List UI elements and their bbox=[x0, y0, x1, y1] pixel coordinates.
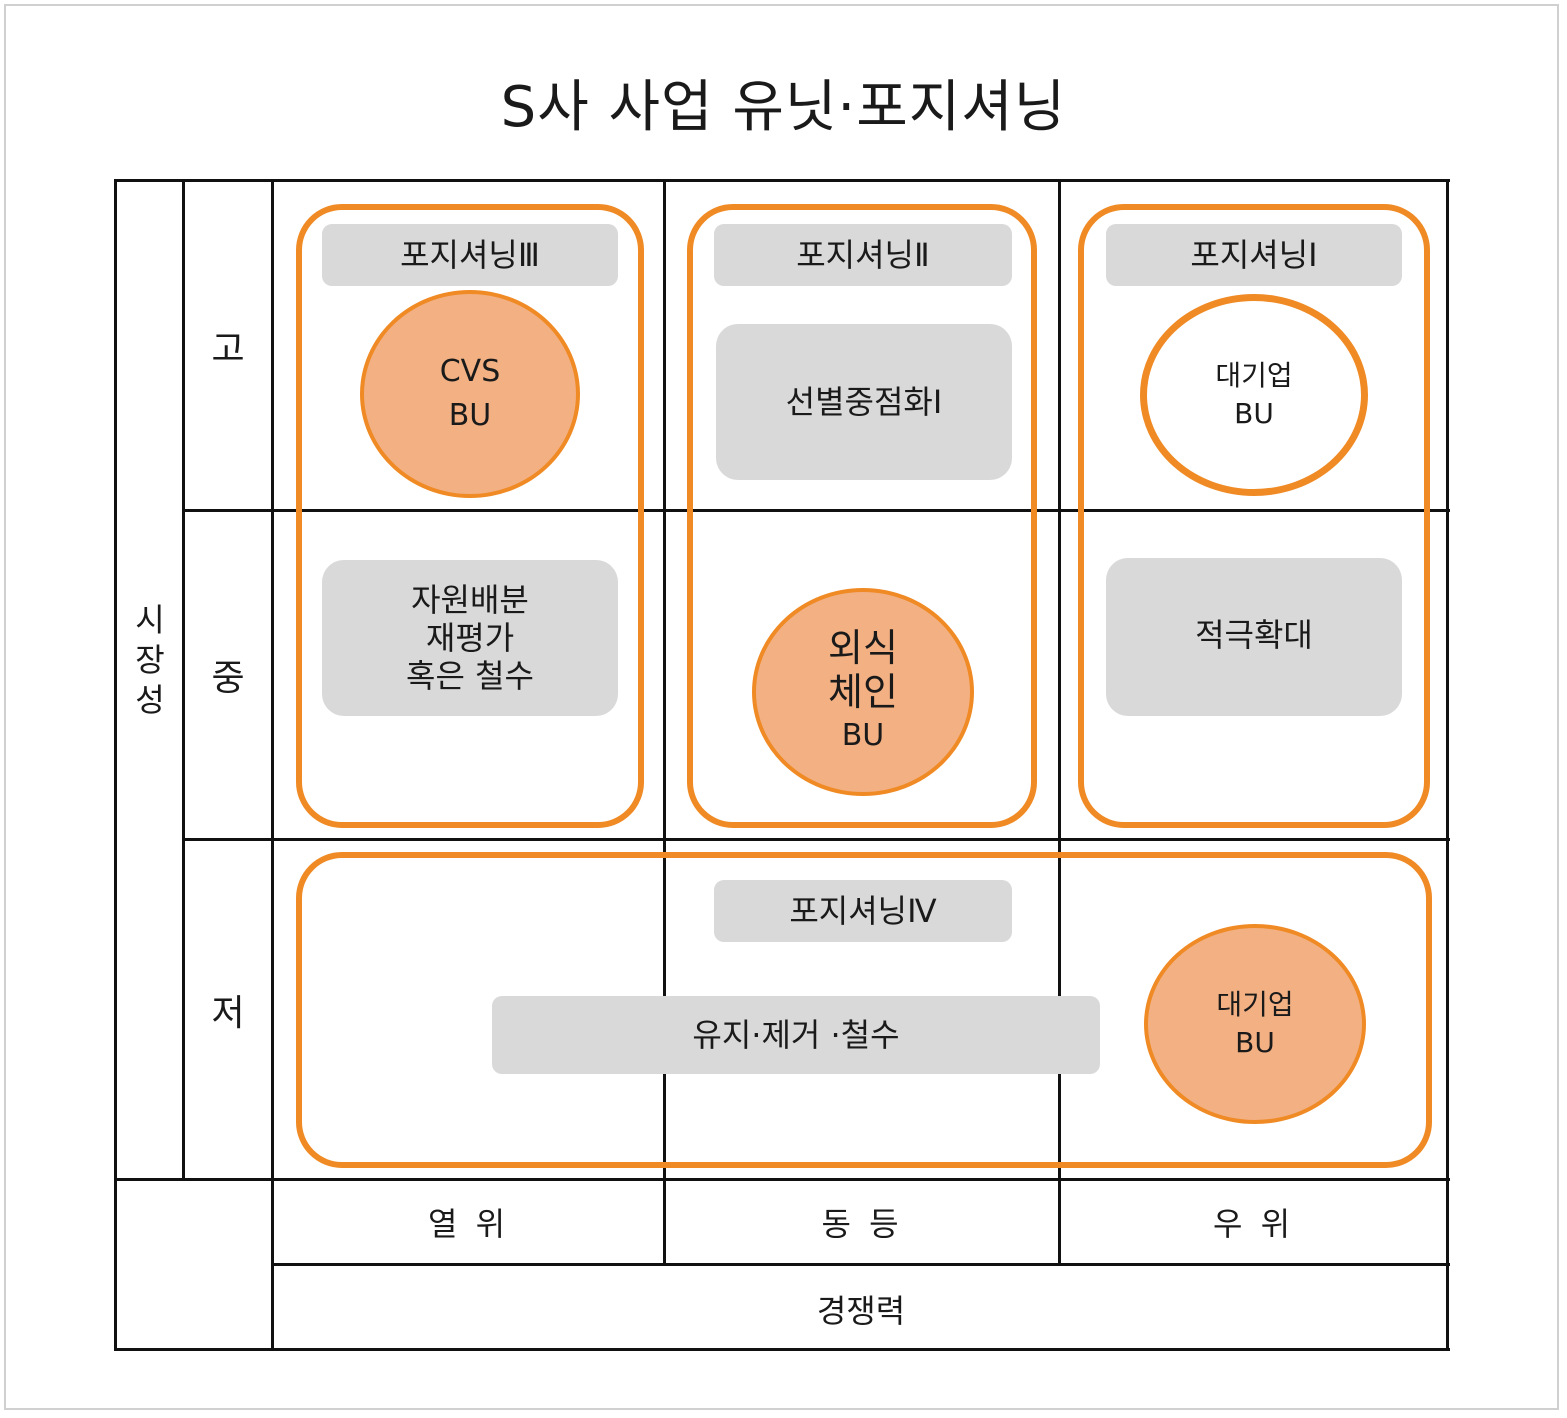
positioning-4-label: 포지셔닝Ⅳ bbox=[714, 880, 1012, 942]
grid-row-divider-1 bbox=[184, 509, 1450, 512]
row-label-low: 저 bbox=[211, 992, 245, 1034]
positioning-2-label: 포지셔닝Ⅱ bbox=[714, 224, 1012, 286]
bu-label-line: BU bbox=[841, 718, 885, 753]
cvs-bu-circle: CVS BU bbox=[360, 290, 580, 498]
diagram-title: S사 사업 유닛·포지셔닝 bbox=[500, 75, 1067, 140]
positioning-1-label: 포지셔닝Ⅰ bbox=[1106, 224, 1402, 286]
y-axis-char: 시 bbox=[135, 601, 165, 639]
positioning-3-label: 포지셔닝Ⅲ bbox=[322, 224, 618, 286]
strategy-reevaluate: 자원배분 재평가 혹은 철수 bbox=[322, 560, 618, 716]
y-axis-label: 시 장 성 bbox=[116, 600, 184, 720]
bu-label-line: 외식 bbox=[828, 626, 898, 670]
strategy-reevaluate-line: 혹은 철수 bbox=[406, 657, 534, 695]
y-axis-char: 장 bbox=[135, 641, 165, 679]
positioning-2-group bbox=[687, 204, 1037, 828]
bu-label-line: CVS bbox=[439, 354, 501, 389]
bu-label-line: 대기업 bbox=[1216, 988, 1294, 1021]
bu-label-line: BU bbox=[1234, 397, 1274, 430]
col-label-equal: 동 등 bbox=[821, 1205, 903, 1243]
grid-row-divider-3 bbox=[114, 1178, 1450, 1181]
bu-label-line: BU bbox=[1235, 1026, 1275, 1059]
grid-col-divider-1 bbox=[663, 179, 666, 1266]
large-enterprise-bu-high-circle: 대기업 BU bbox=[1140, 294, 1368, 496]
strategy-maintain: 유지·제거 ·철수 bbox=[492, 996, 1100, 1074]
positioning-1-group bbox=[1078, 204, 1430, 828]
restaurant-chain-bu-circle: 외식 체인 BU bbox=[752, 588, 974, 796]
positioning-4-group bbox=[296, 852, 1432, 1168]
grid-bottom-border bbox=[114, 1348, 1450, 1351]
grid-right-border bbox=[1446, 179, 1449, 1351]
grid-col-divider-2 bbox=[1058, 179, 1061, 1266]
bu-label-line: 대기업 bbox=[1215, 359, 1293, 392]
strategy-selective-focus: 선별중점화Ⅰ bbox=[716, 324, 1012, 480]
row-label-high: 고 bbox=[211, 328, 245, 370]
grid-axis-divider bbox=[182, 179, 185, 1181]
positioning-3-group bbox=[296, 204, 644, 828]
diagram-frame bbox=[4, 4, 1559, 1410]
strategy-reevaluate-line: 재평가 bbox=[425, 619, 515, 657]
y-axis-char: 성 bbox=[135, 681, 165, 719]
grid-top-border bbox=[114, 179, 1450, 182]
large-enterprise-bu-low-circle: 대기업 BU bbox=[1144, 924, 1366, 1124]
bu-label-line: BU bbox=[448, 398, 492, 433]
strategy-reevaluate-line: 자원배분 bbox=[411, 581, 529, 619]
col-label-inferior: 열 위 bbox=[427, 1205, 510, 1243]
grid-left-border bbox=[114, 179, 117, 1351]
grid-row-divider-2 bbox=[184, 838, 1450, 841]
strategy-expand: 적극확대 bbox=[1106, 558, 1402, 716]
grid-row-label-divider bbox=[271, 179, 274, 1351]
bu-label-line: 체인 bbox=[828, 670, 898, 714]
col-label-superior: 우 위 bbox=[1212, 1205, 1295, 1243]
row-label-mid: 중 bbox=[211, 658, 245, 699]
grid-col-label-divider bbox=[272, 1263, 1450, 1266]
x-axis-label: 경쟁력 bbox=[816, 1292, 906, 1330]
